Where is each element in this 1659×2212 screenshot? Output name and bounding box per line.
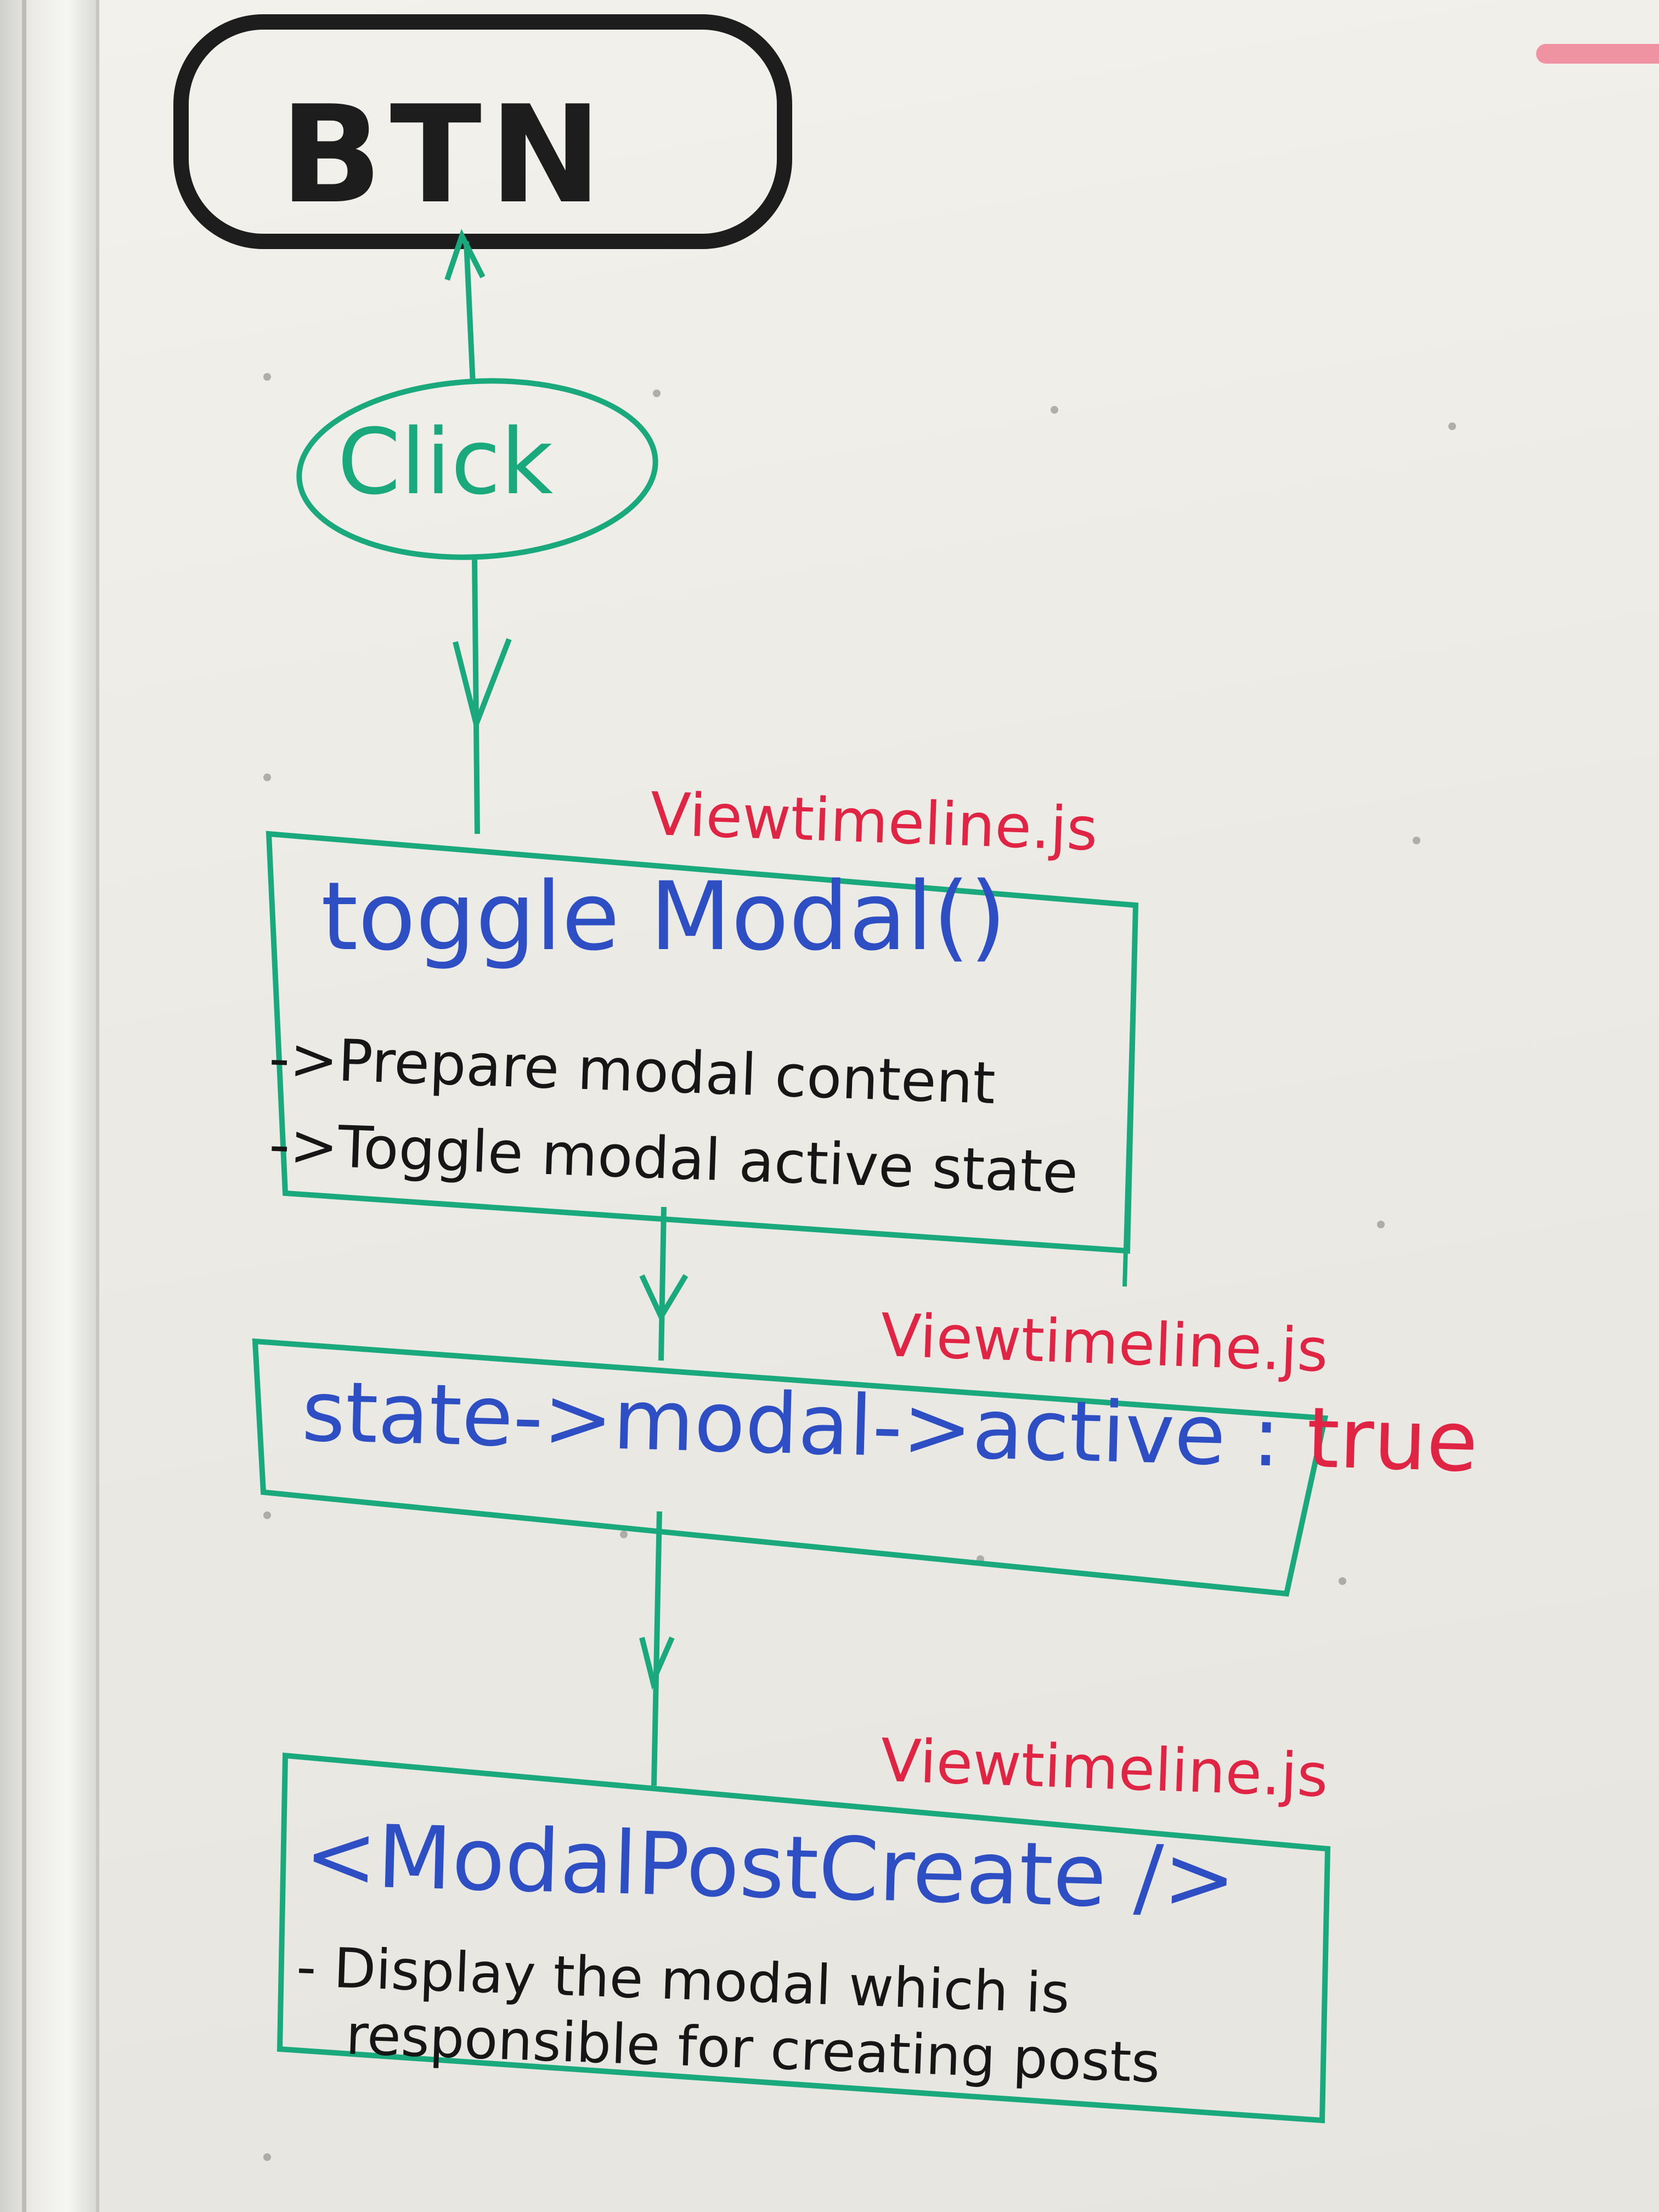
board-dot — [1051, 406, 1058, 414]
board-dot — [263, 373, 271, 381]
arrowhead-up-to-btn — [444, 229, 486, 281]
connector-click-toggle — [472, 556, 480, 834]
board-dot — [620, 1531, 628, 1538]
connector-toggle-state — [658, 1206, 667, 1361]
toggle-modal-file-label: Viewtimeline.js — [649, 780, 1099, 865]
board-dot — [1448, 422, 1456, 430]
board-dot — [263, 774, 271, 781]
state-node-outline — [252, 1338, 1329, 1597]
whiteboard-frame — [0, 0, 99, 2212]
state-file-label: Viewtimeline.js — [879, 1301, 1329, 1386]
board-dot — [653, 390, 661, 397]
arrowhead-down-to-toggle — [453, 638, 512, 733]
board-dot — [1377, 1221, 1385, 1228]
board-dot — [263, 1511, 271, 1519]
frame-edge — [22, 0, 26, 2212]
toggle-modal-node-edge — [1122, 905, 1138, 1287]
pink-marker-smudge — [1536, 44, 1659, 64]
state-value: true — [1305, 1389, 1480, 1491]
toggle-modal-title: toggle Modal() — [321, 861, 1007, 972]
arrowhead-down-to-modal — [639, 1636, 675, 1690]
board-dot — [1339, 1577, 1346, 1585]
modal-post-create-title: <ModalPostCreate /> — [303, 1804, 1237, 1931]
connector-btn-click — [464, 241, 476, 385]
modal-post-create-node-outline — [276, 1752, 1331, 2124]
btn-node-label: BTN — [280, 77, 610, 233]
board-dot — [263, 2153, 271, 2161]
btn-node-outline — [173, 14, 792, 249]
connector-state-modal — [651, 1511, 662, 1786]
modal-post-create-file-label: Viewtimeline.js — [879, 1726, 1329, 1811]
click-node-label: Click — [337, 409, 554, 515]
arrowhead-down-to-state — [639, 1274, 689, 1323]
click-node-outline — [296, 378, 658, 560]
board-dot — [1413, 837, 1420, 844]
